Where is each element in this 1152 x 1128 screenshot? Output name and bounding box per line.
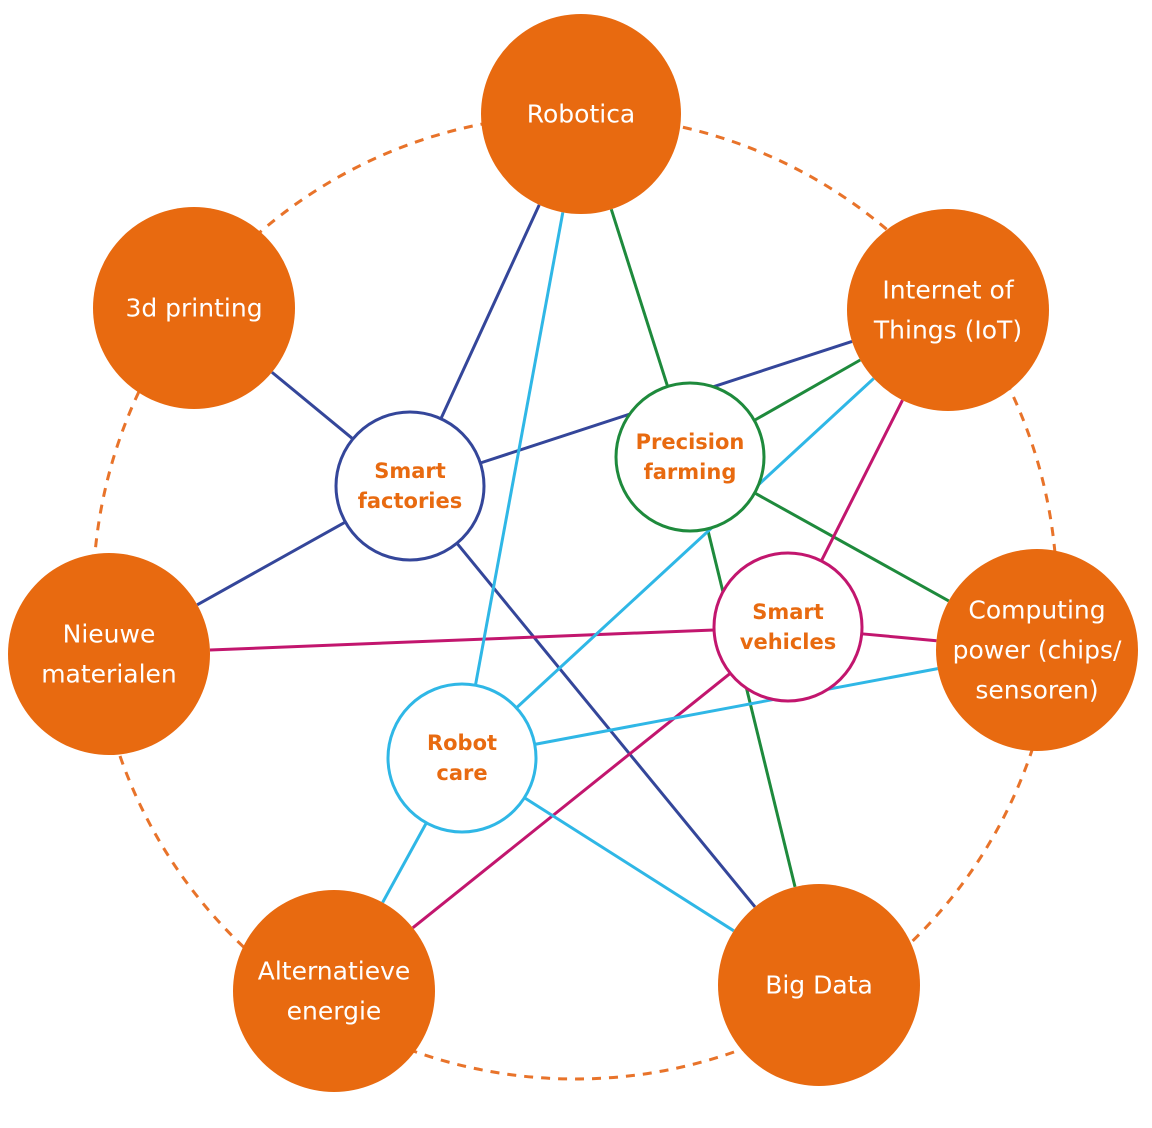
app-node-smart_factories: Smart factories [334,410,486,562]
tech-node-label: Computing [968,596,1105,625]
app-node-label: Smart [374,459,446,483]
tech-node-label: 3d printing [125,294,262,323]
tech-node-circle [481,14,681,214]
link-smart_vehicles-energie [411,672,732,929]
link-robot_care-bigdata [523,796,735,933]
tech-node-label: Internet of [882,276,1015,305]
link-smart_factories-bigdata [455,542,757,908]
tech-node-circle [8,553,210,755]
app-node-circle [712,551,864,703]
link-smart_vehicles-materialen [209,628,715,652]
app-node-circle [614,381,766,533]
app-node-label: Robot [427,731,497,755]
link-precision_farming-robotica [609,208,670,387]
tech-node-label: Alternatieve [258,957,411,986]
app-node-circle [334,410,486,562]
tech-node-bigdata: Big Data [718,884,920,1086]
tech-node-materialen: Nieuwe materialen [8,553,210,755]
tech-node-robotica: Robotica [481,14,681,214]
link-smart_factories-robotica [439,204,541,420]
link-precision_farming-computing [753,491,950,603]
app-node-circle [386,682,538,834]
tech-node-label: energie [287,997,382,1026]
tech-node-computing: Computing power (chips/sensoren) [936,549,1138,751]
link-smart_vehicles-computing [861,632,937,643]
app-node-label: care [436,761,487,785]
app-node-robot_care: Robot care [386,682,538,834]
app-node-precision_farming: Precision farming [614,381,766,533]
tech-node-circle [718,884,920,1086]
tech-node-printing: 3d printing [93,207,295,409]
tech-node-circle [847,209,1049,411]
link-robot_care-energie [381,822,428,904]
tech-node-label: materialen [41,660,177,689]
link-robot_care-computing [534,667,939,746]
link-precision_farming-bigdata [706,528,797,888]
tech-node-iot: Internet of Things (IoT) [847,209,1049,411]
link-precision_farming-iot [753,358,861,422]
tech-node-circle [93,207,295,409]
app-node-label: Precision [636,430,745,454]
link-robot_care-robotica [473,212,565,686]
app-node-smart_vehicles: Smart vehicles [712,551,864,703]
tech-node-label: sensoren) [975,676,1098,705]
tech-node-energie: Alternatieve energie [233,890,435,1092]
link-smart_factories-printing [270,371,354,441]
link-robot_care-iot [515,377,875,709]
app-node-label: factories [358,489,463,513]
app-node-label: farming [644,460,737,484]
tech-node-label: Big Data [765,971,873,1000]
tech-node-circle [233,890,435,1092]
tech-node-label: power (chips/ [953,636,1122,665]
tech-node-label: Robotica [527,100,636,129]
link-smart_vehicles-iot [820,399,904,562]
tech-node-circle [936,549,1138,751]
app-node-label: vehicles [740,630,836,654]
link-smart_factories-materialen [196,520,347,607]
tech-node-label: Things (IoT) [873,316,1022,345]
app-node-label: Smart [752,600,824,624]
tech-node-label: Nieuwe [63,620,156,649]
